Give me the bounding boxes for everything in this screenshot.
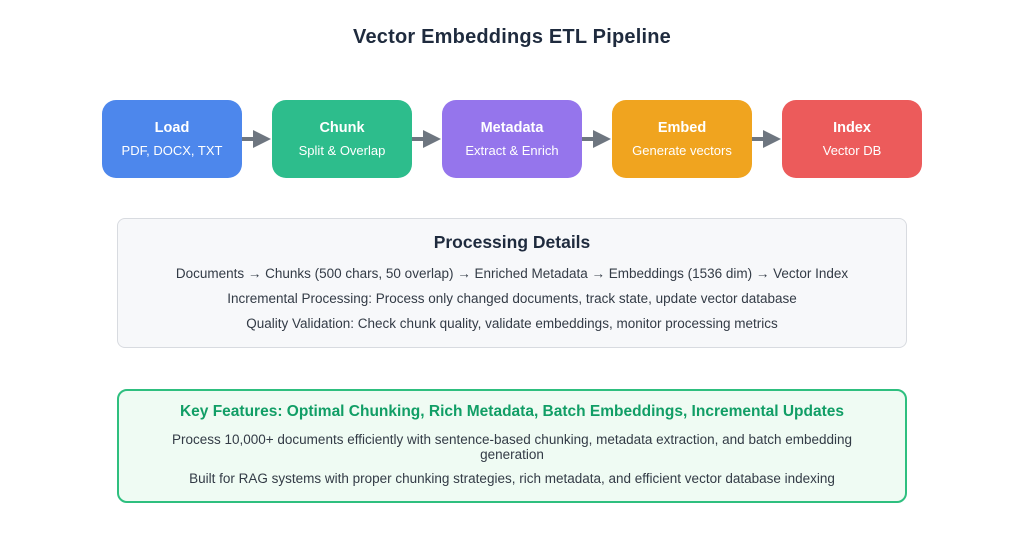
key-features-line: Process 10,000+ documents efficiently wi… [171, 432, 853, 462]
pipeline-row: Load PDF, DOCX, TXT Chunk Split & Overla… [0, 100, 1024, 178]
stage-index-label: Index [833, 120, 871, 136]
stage-index-sublabel: Vector DB [822, 143, 882, 158]
stage-load: Load PDF, DOCX, TXT [102, 100, 242, 178]
stage-load-sublabel: PDF, DOCX, TXT [121, 143, 223, 158]
stage-index: Index Vector DB [782, 100, 922, 178]
key-features-line: Built for RAG systems with proper chunki… [189, 471, 835, 486]
arrow-right-icon [752, 127, 782, 151]
stage-metadata: Metadata Extract & Enrich [442, 100, 582, 178]
stage-load-label: Load [154, 120, 190, 136]
stage-embed-label: Embed [657, 120, 707, 136]
arrow-right-icon [412, 127, 442, 151]
stage-chunk: Chunk Split & Overlap [272, 100, 412, 178]
key-features-heading: Key Features: Optimal Chunking, Rich Met… [179, 403, 845, 420]
stage-chunk-label: Chunk [319, 120, 365, 136]
processing-details-line: Incremental Processing: Process only cha… [227, 291, 797, 306]
key-features-card: Key Features: Optimal Chunking, Rich Met… [117, 389, 907, 503]
processing-details-line: Quality Validation: Check chunk quality,… [246, 316, 778, 331]
page-title: Vector Embeddings ETL Pipeline [353, 26, 671, 48]
stage-metadata-sublabel: Extract & Enrich [465, 143, 559, 158]
arrow-right-icon [242, 127, 272, 151]
arrow-right-icon [582, 127, 612, 151]
stage-embed: Embed Generate vectors [612, 100, 752, 178]
processing-details-card: Processing Details Documents → Chunks (5… [117, 218, 907, 348]
etl-pipeline-diagram: Vector Embeddings ETL Pipeline Load PDF,… [0, 26, 1024, 554]
stage-metadata-label: Metadata [480, 120, 544, 136]
stage-chunk-sublabel: Split & Overlap [298, 143, 386, 158]
processing-details-line: Documents → Chunks (500 chars, 50 overla… [175, 266, 849, 281]
stage-embed-sublabel: Generate vectors [632, 143, 732, 158]
processing-details-title: Processing Details [433, 232, 591, 252]
